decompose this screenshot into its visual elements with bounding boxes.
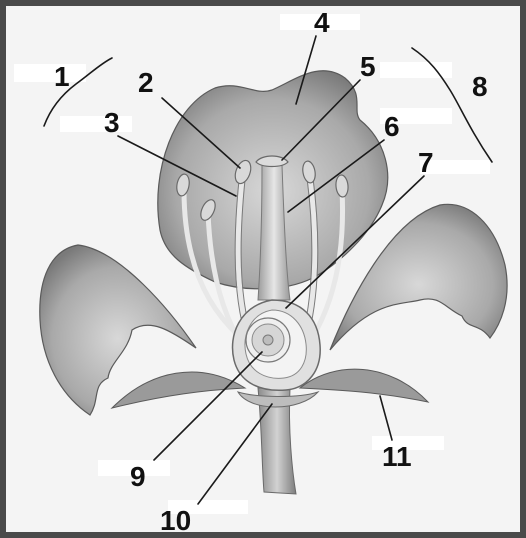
label-8: 8: [472, 71, 488, 102]
label-7: 7: [418, 147, 434, 178]
label-6: 6: [384, 111, 400, 142]
label-5: 5: [360, 51, 376, 82]
label-4: 4: [314, 7, 330, 38]
ovule-core: [263, 335, 273, 345]
label-11: 11: [382, 441, 412, 472]
label-1: 1: [54, 61, 70, 92]
stigma: [256, 156, 288, 167]
label-9: 9: [130, 461, 146, 492]
label-3: 3: [104, 107, 120, 138]
label-10: 10: [160, 505, 191, 536]
label-2: 2: [138, 67, 154, 98]
